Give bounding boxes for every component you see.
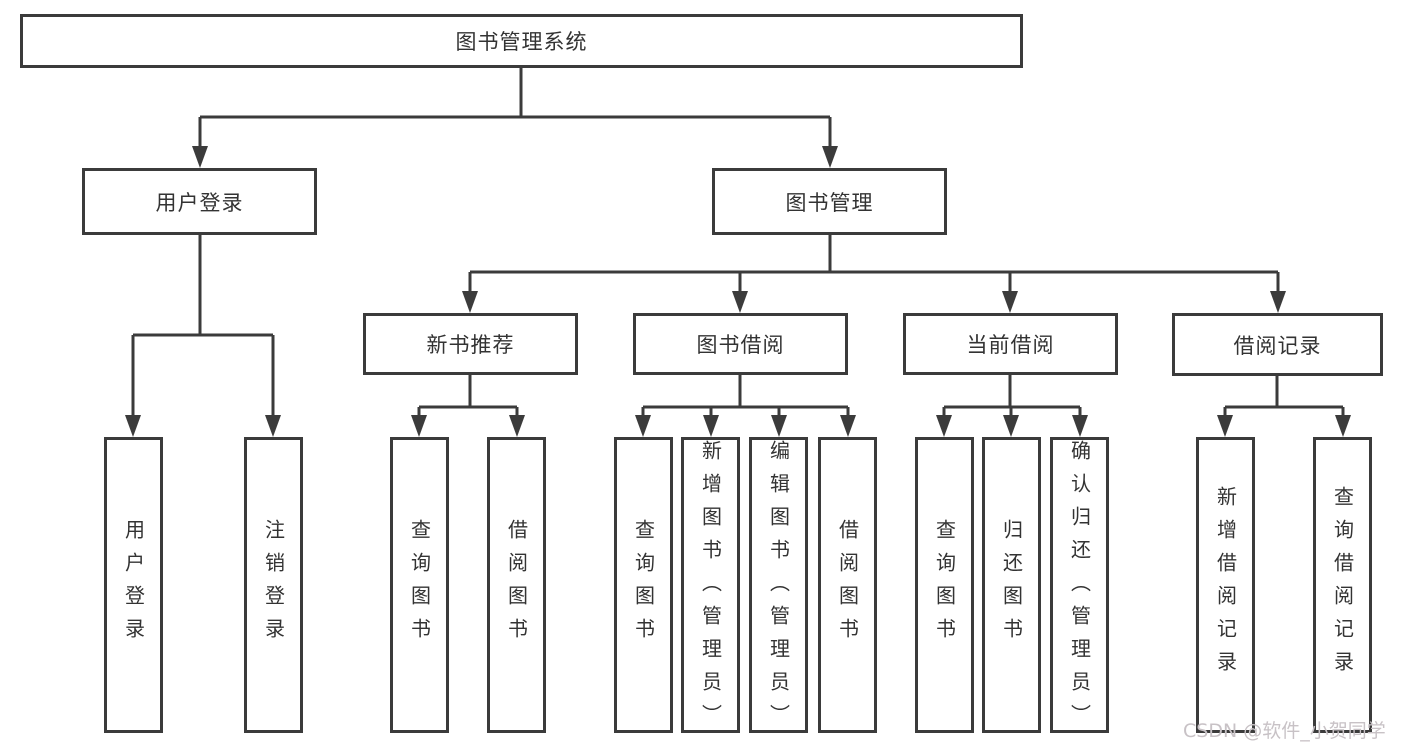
node-current-borrow-label: 当前借阅: [966, 333, 1055, 357]
node-leaf-query-books-2: 查询图书: [614, 437, 673, 733]
node-leaf-borrow-books-1: 借阅图书: [487, 437, 546, 733]
node-leaf-query-books-3-label: 查询图书: [932, 519, 957, 651]
node-current-borrow: 当前借阅: [903, 313, 1118, 375]
node-leaf-confirm-return-admin-label: 确认归还（管理员）: [1067, 440, 1092, 737]
node-new-book-recommend: 新书推荐: [363, 313, 578, 375]
node-leaf-borrow-books-2-label: 借阅图书: [835, 519, 860, 651]
node-user-login-group: 用户登录: [82, 168, 317, 235]
node-book-borrow-label: 图书借阅: [696, 333, 785, 357]
node-book-management-group: 图书管理: [712, 168, 947, 235]
node-leaf-edit-book-admin: 编辑图书（管理员）: [749, 437, 808, 737]
arrowheads: [125, 146, 1351, 437]
node-leaf-query-books-2-label: 查询图书: [631, 519, 656, 651]
node-leaf-return-book-label: 归还图书: [999, 519, 1024, 651]
node-leaf-confirm-return-admin: 确认归还（管理员）: [1050, 437, 1109, 737]
node-leaf-add-borrow-record: 新增借阅记录: [1196, 437, 1255, 733]
node-book-borrow: 图书借阅: [633, 313, 848, 375]
node-leaf-return-book: 归还图书: [982, 437, 1041, 733]
node-leaf-edit-book-admin-label: 编辑图书（管理员）: [766, 440, 791, 737]
node-borrow-records: 借阅记录: [1172, 313, 1383, 376]
node-leaf-query-borrow-record-label: 查询借阅记录: [1330, 486, 1355, 684]
node-leaf-query-borrow-record: 查询借阅记录: [1313, 437, 1372, 733]
node-leaf-logout-label: 注销登录: [261, 519, 286, 651]
node-borrow-records-label: 借阅记录: [1233, 333, 1322, 358]
node-leaf-user-login-label: 用户登录: [121, 519, 146, 651]
node-leaf-add-book-admin-label: 新增图书（管理员）: [698, 440, 723, 737]
node-leaf-add-book-admin: 新增图书（管理员）: [681, 437, 740, 737]
node-leaf-user-login: 用户登录: [104, 437, 163, 733]
csdn-watermark: CSDN @软件_小贺同学: [1183, 720, 1386, 742]
node-leaf-query-books-1: 查询图书: [390, 437, 449, 733]
node-user-login-group-label: 用户登录: [155, 190, 244, 215]
node-leaf-logout: 注销登录: [244, 437, 303, 733]
node-leaf-borrow-books-1-label: 借阅图书: [504, 519, 529, 651]
connector-paths: [131, 68, 1345, 419]
node-new-book-recommend-label: 新书推荐: [426, 333, 515, 357]
node-root-label: 图书管理系统: [455, 30, 588, 54]
node-book-management-group-label: 图书管理: [785, 190, 874, 215]
node-root: 图书管理系统: [20, 14, 1023, 68]
node-leaf-add-borrow-record-label: 新增借阅记录: [1213, 486, 1238, 684]
node-leaf-query-books-1-label: 查询图书: [407, 519, 432, 651]
node-leaf-query-books-3: 查询图书: [915, 437, 974, 733]
node-leaf-borrow-books-2: 借阅图书: [818, 437, 877, 733]
